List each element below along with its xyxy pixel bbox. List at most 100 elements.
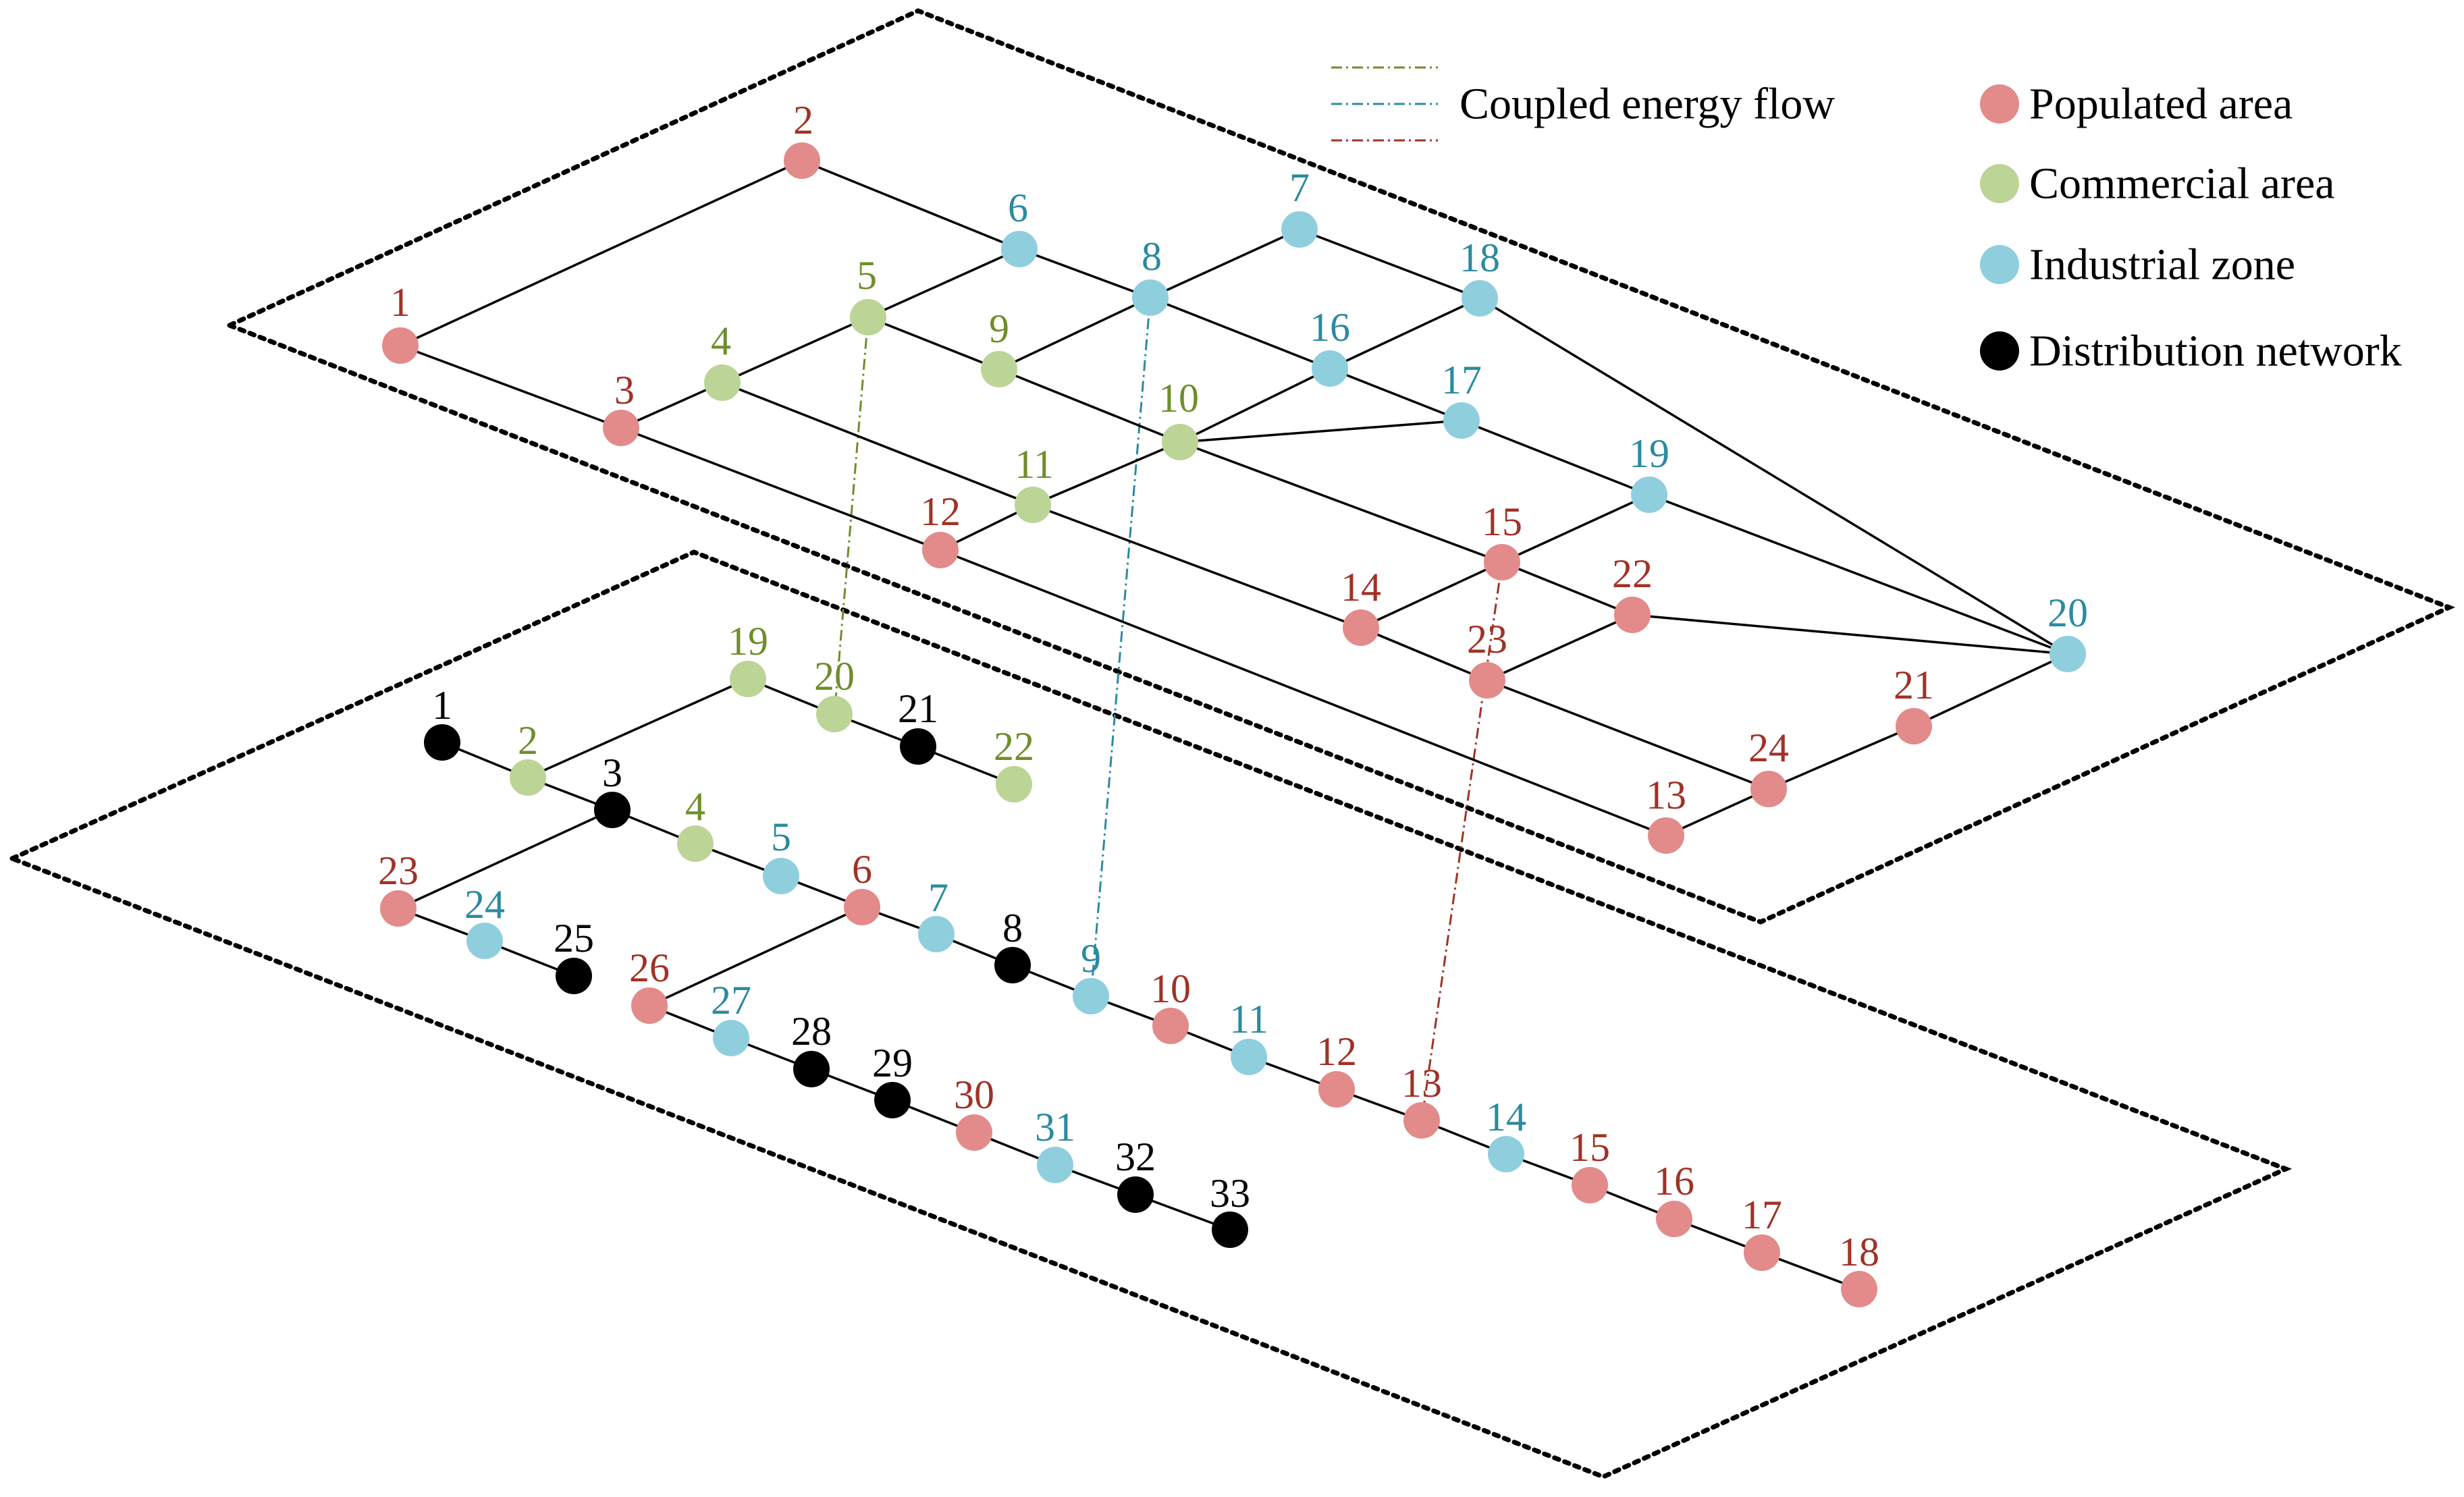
top-edge-15-22	[1501, 561, 1633, 616]
bottom-node-label-5: 5	[771, 815, 791, 859]
bottom-node-18	[1841, 1271, 1877, 1307]
top-node-21	[1896, 708, 1932, 744]
top-node-1	[382, 327, 419, 364]
top-edge-8-9	[998, 296, 1151, 371]
coupling-line-8-9	[1090, 297, 1152, 997]
top-edge-6-8	[1019, 248, 1151, 299]
bottom-node-label-26: 26	[629, 946, 670, 990]
bottom-node-label-7: 7	[928, 875, 948, 920]
top-node-label-22: 22	[1612, 551, 1653, 596]
top-node-17	[1443, 402, 1480, 439]
bottom-node-label-20: 20	[814, 654, 855, 699]
top-node-label-21: 21	[1894, 663, 1934, 707]
bottom-node-16	[1656, 1201, 1692, 1237]
top-edge-2-6	[801, 159, 1020, 250]
bottom-node-label-11: 11	[1229, 997, 1268, 1041]
bottom-node-label-6: 6	[852, 847, 872, 892]
top-edge-17-19	[1461, 419, 1650, 496]
bottom-node-9	[1073, 978, 1109, 1014]
legend-marker-populated	[1980, 84, 2019, 124]
top-edge-4-11	[722, 381, 1034, 506]
top-node-label-23: 23	[1467, 617, 1507, 661]
top-node-label-2: 2	[793, 98, 813, 142]
top-node-9	[981, 351, 1017, 387]
bottom-node-6	[844, 889, 880, 925]
top-edge-9-10	[998, 368, 1181, 443]
bottom-node-label-18: 18	[1839, 1230, 1879, 1274]
legend-marker-commercial	[1980, 164, 2019, 203]
top-node-label-18: 18	[1459, 236, 1500, 280]
bottom-node-label-15: 15	[1570, 1125, 1610, 1170]
top-edge-1-3	[400, 344, 622, 429]
bottom-node-label-3: 3	[602, 751, 622, 795]
bottom-node-label-16: 16	[1654, 1159, 1694, 1203]
top-edge-3-12	[620, 427, 941, 551]
top-node-label-11: 11	[1015, 442, 1054, 487]
bottom-node-17	[1744, 1234, 1780, 1271]
top-edge-10-17	[1179, 419, 1462, 443]
top-node-label-6: 6	[1008, 186, 1028, 230]
bottom-node-label-33: 33	[1210, 1171, 1250, 1216]
top-edge-14-15	[1360, 561, 1503, 629]
top-edge-10-16	[1179, 367, 1331, 443]
bottom-node-21	[900, 728, 936, 765]
bottom-node-15	[1572, 1167, 1608, 1203]
top-node-11	[1015, 487, 1051, 523]
bottom-node-7	[918, 916, 955, 952]
top-node-18	[1462, 280, 1498, 317]
legend-label-commercial: Commercial area	[2029, 159, 2335, 209]
top-edge-24-21	[1768, 725, 1914, 790]
bottom-node-label-2: 2	[518, 718, 538, 763]
bottom-node-label-9: 9	[1081, 936, 1101, 981]
legend-marker-industrial	[1980, 245, 2019, 284]
top-edge-24-13	[1665, 788, 1769, 837]
bottom-node-label-12: 12	[1316, 1029, 1357, 1074]
bottom-node-12	[1318, 1071, 1355, 1108]
network-edges	[398, 159, 2068, 1290]
legend-label-populated: Populated area	[2029, 80, 2293, 129]
top-node-8	[1132, 279, 1169, 316]
top-edge-22-20	[1632, 614, 2068, 655]
bottom-node-14	[1488, 1136, 1524, 1172]
bottom-node-label-19: 19	[728, 619, 768, 663]
bottom-node-label-32: 32	[1115, 1135, 1156, 1179]
top-edge-11-14	[1032, 503, 1362, 629]
coupling-line-5-20	[833, 317, 869, 715]
top-edge-4-5	[722, 316, 869, 384]
bottom-edge-3-23	[398, 809, 613, 910]
top-node-label-9: 9	[989, 306, 1009, 351]
bottom-node-label-29: 29	[872, 1041, 913, 1085]
bottom-node-28	[793, 1051, 830, 1087]
legend-label-industrial: Industrial zone	[2029, 240, 2295, 290]
top-node-2	[784, 142, 820, 179]
top-plane-border	[223, 8, 2455, 925]
bottom-node-30	[956, 1114, 992, 1151]
legend-marker-distribution	[1980, 331, 2019, 371]
top-node-15	[1484, 544, 1520, 580]
bottom-edge-6-26	[649, 906, 863, 1007]
bottom-node-27	[713, 1020, 749, 1056]
bottom-node-3	[594, 792, 631, 828]
bottom-node-20	[816, 696, 853, 732]
top-node-16	[1312, 350, 1348, 387]
bottom-node-31	[1037, 1147, 1073, 1183]
bottom-node-label-27: 27	[711, 978, 751, 1023]
top-node-3	[603, 410, 639, 446]
top-edge-8-16	[1150, 296, 1331, 370]
bottom-node-22	[996, 766, 1032, 802]
top-edge-21-20	[1913, 653, 2068, 728]
coupling-line-15-13	[1420, 562, 1503, 1121]
top-node-20	[2050, 636, 2086, 672]
top-edge-19-20	[1649, 493, 2068, 655]
bottom-node-label-23: 23	[378, 848, 419, 893]
top-edge-22-23	[1487, 614, 1633, 682]
top-node-label-10: 10	[1158, 376, 1199, 420]
top-edge-7-18	[1299, 228, 1480, 300]
top-node-7	[1281, 211, 1318, 248]
top-node-label-3: 3	[614, 368, 635, 412]
top-node-6	[1001, 231, 1038, 267]
